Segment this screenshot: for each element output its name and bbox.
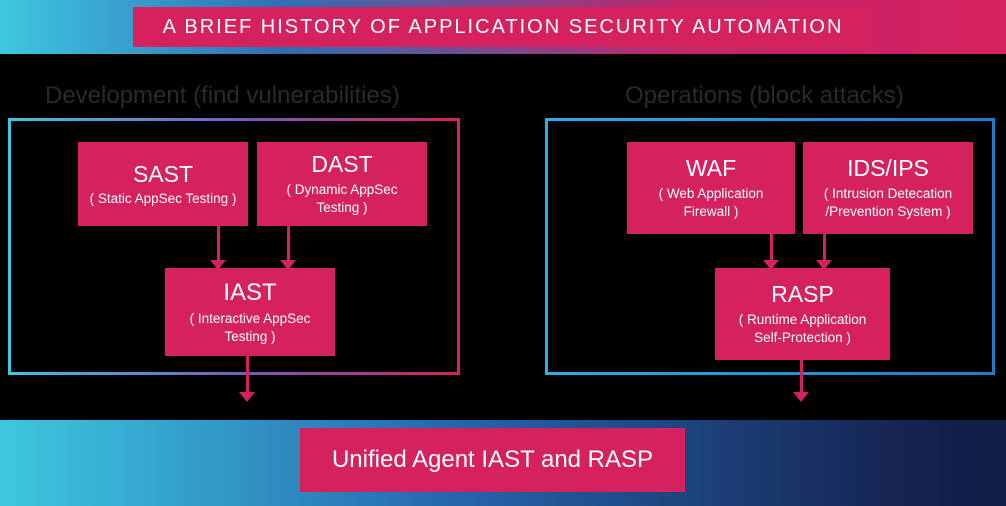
- node-dast-title: DAST: [311, 151, 373, 178]
- node-iast: IAST ( Interactive AppSec Testing ): [165, 268, 335, 356]
- arrow-sast-to-iast-icon: [210, 226, 226, 270]
- arrow-waf-to-rasp-icon: [763, 234, 779, 270]
- unified-agent-label: Unified Agent IAST and RASP: [300, 428, 685, 492]
- node-waf: WAF ( Web Application Firewall ): [627, 142, 795, 234]
- development-section-heading: Development (find vulnerabilities): [45, 82, 400, 109]
- node-dast: DAST ( Dynamic AppSec Testing ): [257, 142, 427, 226]
- arrow-iast-to-unified-icon: [239, 356, 255, 402]
- node-sast: SAST ( Static AppSec Testing ): [78, 142, 248, 226]
- arrow-ids-ips-to-rasp-icon: [816, 234, 832, 270]
- node-sast-title: SAST: [132, 160, 194, 187]
- node-rasp-subtitle: ( Runtime Application Self-Protection ): [738, 312, 867, 346]
- title-bar: A BRIEF HISTORY OF APPLICATION SECURITY …: [0, 0, 1006, 54]
- node-waf-title: WAF: [685, 155, 737, 182]
- node-iast-title: IAST: [223, 278, 277, 306]
- node-sast-subtitle: ( Static AppSec Testing ): [89, 191, 237, 207]
- node-waf-subtitle: ( Web Application Firewall ): [658, 186, 764, 220]
- page-title: A BRIEF HISTORY OF APPLICATION SECURITY …: [132, 7, 874, 47]
- arrow-dast-to-iast-icon: [280, 226, 296, 270]
- node-ids-ips-subtitle: ( Intrusion Detecation /Prevention Syste…: [823, 186, 953, 220]
- node-dast-subtitle: ( Dynamic AppSec Testing ): [286, 182, 398, 216]
- arrow-rasp-to-unified-icon: [793, 360, 809, 402]
- node-iast-subtitle: ( Interactive AppSec Testing ): [189, 310, 311, 344]
- footer-bar: Unified Agent IAST and RASP: [0, 420, 1006, 506]
- operations-section-heading: Operations (block attacks): [625, 82, 904, 109]
- node-ids-ips: IDS/IPS ( Intrusion Detecation /Preventi…: [803, 142, 973, 234]
- node-ids-ips-title: IDS/IPS: [847, 155, 929, 182]
- node-rasp: RASP ( Runtime Application Self-Protecti…: [715, 268, 890, 360]
- node-rasp-title: RASP: [771, 281, 834, 308]
